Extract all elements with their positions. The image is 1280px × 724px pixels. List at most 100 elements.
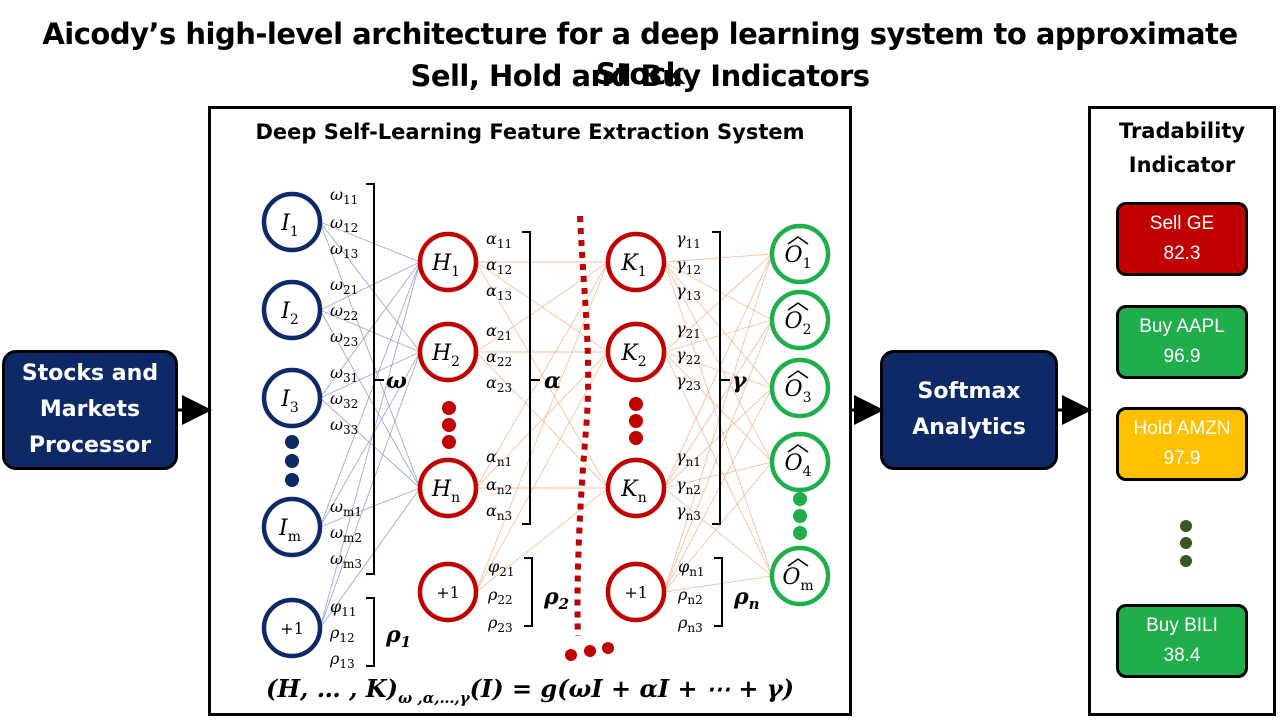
connection-lines	[319, 221, 773, 629]
rho1-label: ρ1	[385, 622, 411, 651]
node-circle	[417, 321, 479, 383]
connection-line	[319, 397, 421, 489]
hidden1-bias-node: +1	[417, 561, 479, 623]
feature-extraction-title: Deep Self-Learning Feature Extraction Sy…	[255, 120, 805, 144]
node-circle	[417, 457, 479, 519]
input-ellipsis-dot	[285, 454, 299, 468]
layer-ellipsis-line	[574, 215, 592, 637]
output-ellipsis-dot	[793, 509, 807, 523]
weight-subscript: 11	[343, 193, 358, 207]
weight-subscript: n3	[686, 509, 701, 523]
connection-line	[475, 261, 609, 593]
connection-line	[663, 253, 773, 489]
omega-weight-label: ω33	[330, 415, 358, 437]
node-subscript: 1	[803, 256, 812, 272]
weight-subscript: 21	[343, 283, 358, 297]
gamma-weight-label: γ23	[676, 371, 701, 393]
connection-line	[663, 261, 773, 463]
omega-weight-label: ω21	[330, 275, 358, 297]
input-node: Im	[261, 496, 323, 558]
connection-line	[663, 261, 773, 389]
hiddenk-node: Kn	[605, 457, 667, 519]
alpha-weight-label: αn1	[486, 447, 512, 469]
input-node: I1	[261, 191, 323, 253]
weight-subscript: 33	[343, 423, 358, 437]
formula-rhs: (I) = g(ωI + αI + ⋯ + γ)	[469, 674, 794, 703]
node-label: K1	[620, 251, 646, 280]
weight-subscript: n2	[687, 593, 702, 607]
weight-subscript: 21	[497, 329, 512, 343]
output-ellipsis-dot	[793, 526, 807, 540]
node-subscript: 2	[638, 354, 647, 370]
rho1-weight-label: φ11	[330, 597, 356, 619]
connection-line	[319, 261, 421, 528]
node-circle	[261, 496, 323, 558]
weight-subscript: n3	[687, 621, 702, 635]
output-node: O1	[769, 223, 831, 285]
alpha-weight-label: α12	[486, 255, 512, 277]
alpha-weight-label: α21	[486, 321, 512, 343]
diagram-title-line1: Aicody’s high-level architecture for a d…	[42, 17, 1238, 91]
connection-line	[663, 487, 773, 577]
diagram-title-line2: Sell, Hold and Buy Indicators	[410, 59, 870, 93]
hat-mark	[787, 370, 809, 379]
input-ellipsis-dot	[285, 473, 299, 487]
indicator-value: 96.9	[1163, 346, 1201, 367]
weight-subscript: 22	[343, 309, 358, 323]
weight-subscript: m1	[343, 505, 362, 519]
node-circle	[261, 597, 323, 659]
connection-line	[319, 351, 421, 399]
node-subscript: 1	[451, 264, 460, 280]
hidden1-ellipsis-dot	[442, 435, 456, 449]
node-circle	[769, 289, 831, 351]
weight-subscript: 23	[497, 621, 512, 635]
bias-label: +1	[280, 619, 304, 638]
alpha-weight-label: α11	[486, 229, 512, 251]
connection-line	[319, 487, 421, 629]
connection-line	[663, 461, 773, 489]
hiddenk-node: K2	[605, 321, 667, 383]
node-subscript: 3	[803, 390, 812, 406]
alpha-weight-label: αn3	[486, 501, 512, 523]
gamma-weight-label: γ11	[676, 229, 701, 251]
indicator-value: 97.9	[1163, 448, 1201, 469]
alpha-label: α	[544, 368, 561, 394]
indicator-ellipsis-dot	[1180, 537, 1192, 549]
node-subscript: m	[800, 578, 813, 594]
weight-subscript: 13	[343, 247, 358, 261]
hat-mark	[787, 236, 809, 245]
node-circle	[605, 321, 667, 383]
weight-subscript: 22	[497, 355, 512, 369]
rhon-label: ρn	[733, 584, 760, 613]
connection-line	[475, 351, 609, 593]
bias-label: +1	[624, 583, 648, 602]
hat-mark	[787, 444, 809, 453]
node-circle	[769, 223, 831, 285]
label-subscript: 1	[401, 633, 411, 651]
gamma-weight-label: γn3	[676, 501, 701, 523]
weight-subscript: 21	[686, 327, 701, 341]
weight-subscript: n2	[497, 483, 512, 497]
omega-weight-label: ω32	[330, 389, 358, 411]
connection-line	[663, 387, 773, 489]
node-circle	[261, 191, 323, 253]
rho2-bracket	[524, 557, 533, 627]
omega-weight-label: ω11	[330, 185, 358, 207]
node-circle	[769, 357, 831, 419]
hidden1-node: Hn	[417, 457, 479, 519]
connection-line	[319, 261, 421, 629]
connection-line	[319, 221, 421, 353]
weight-subscript: n1	[689, 565, 704, 579]
rho2-weight-label: ρ23	[487, 613, 513, 635]
connection-line	[663, 575, 773, 593]
output-node: O2	[769, 289, 831, 351]
omega-bracket	[366, 183, 375, 575]
output-node: O4	[769, 431, 831, 493]
connection-line	[475, 487, 609, 593]
indicator-label: Buy BILI	[1146, 615, 1218, 636]
connection-line	[319, 221, 421, 489]
rhon-weight-label: ρn3	[677, 613, 703, 635]
omega-label: ω	[386, 368, 407, 394]
alpha-weight-label: αn2	[486, 475, 512, 497]
